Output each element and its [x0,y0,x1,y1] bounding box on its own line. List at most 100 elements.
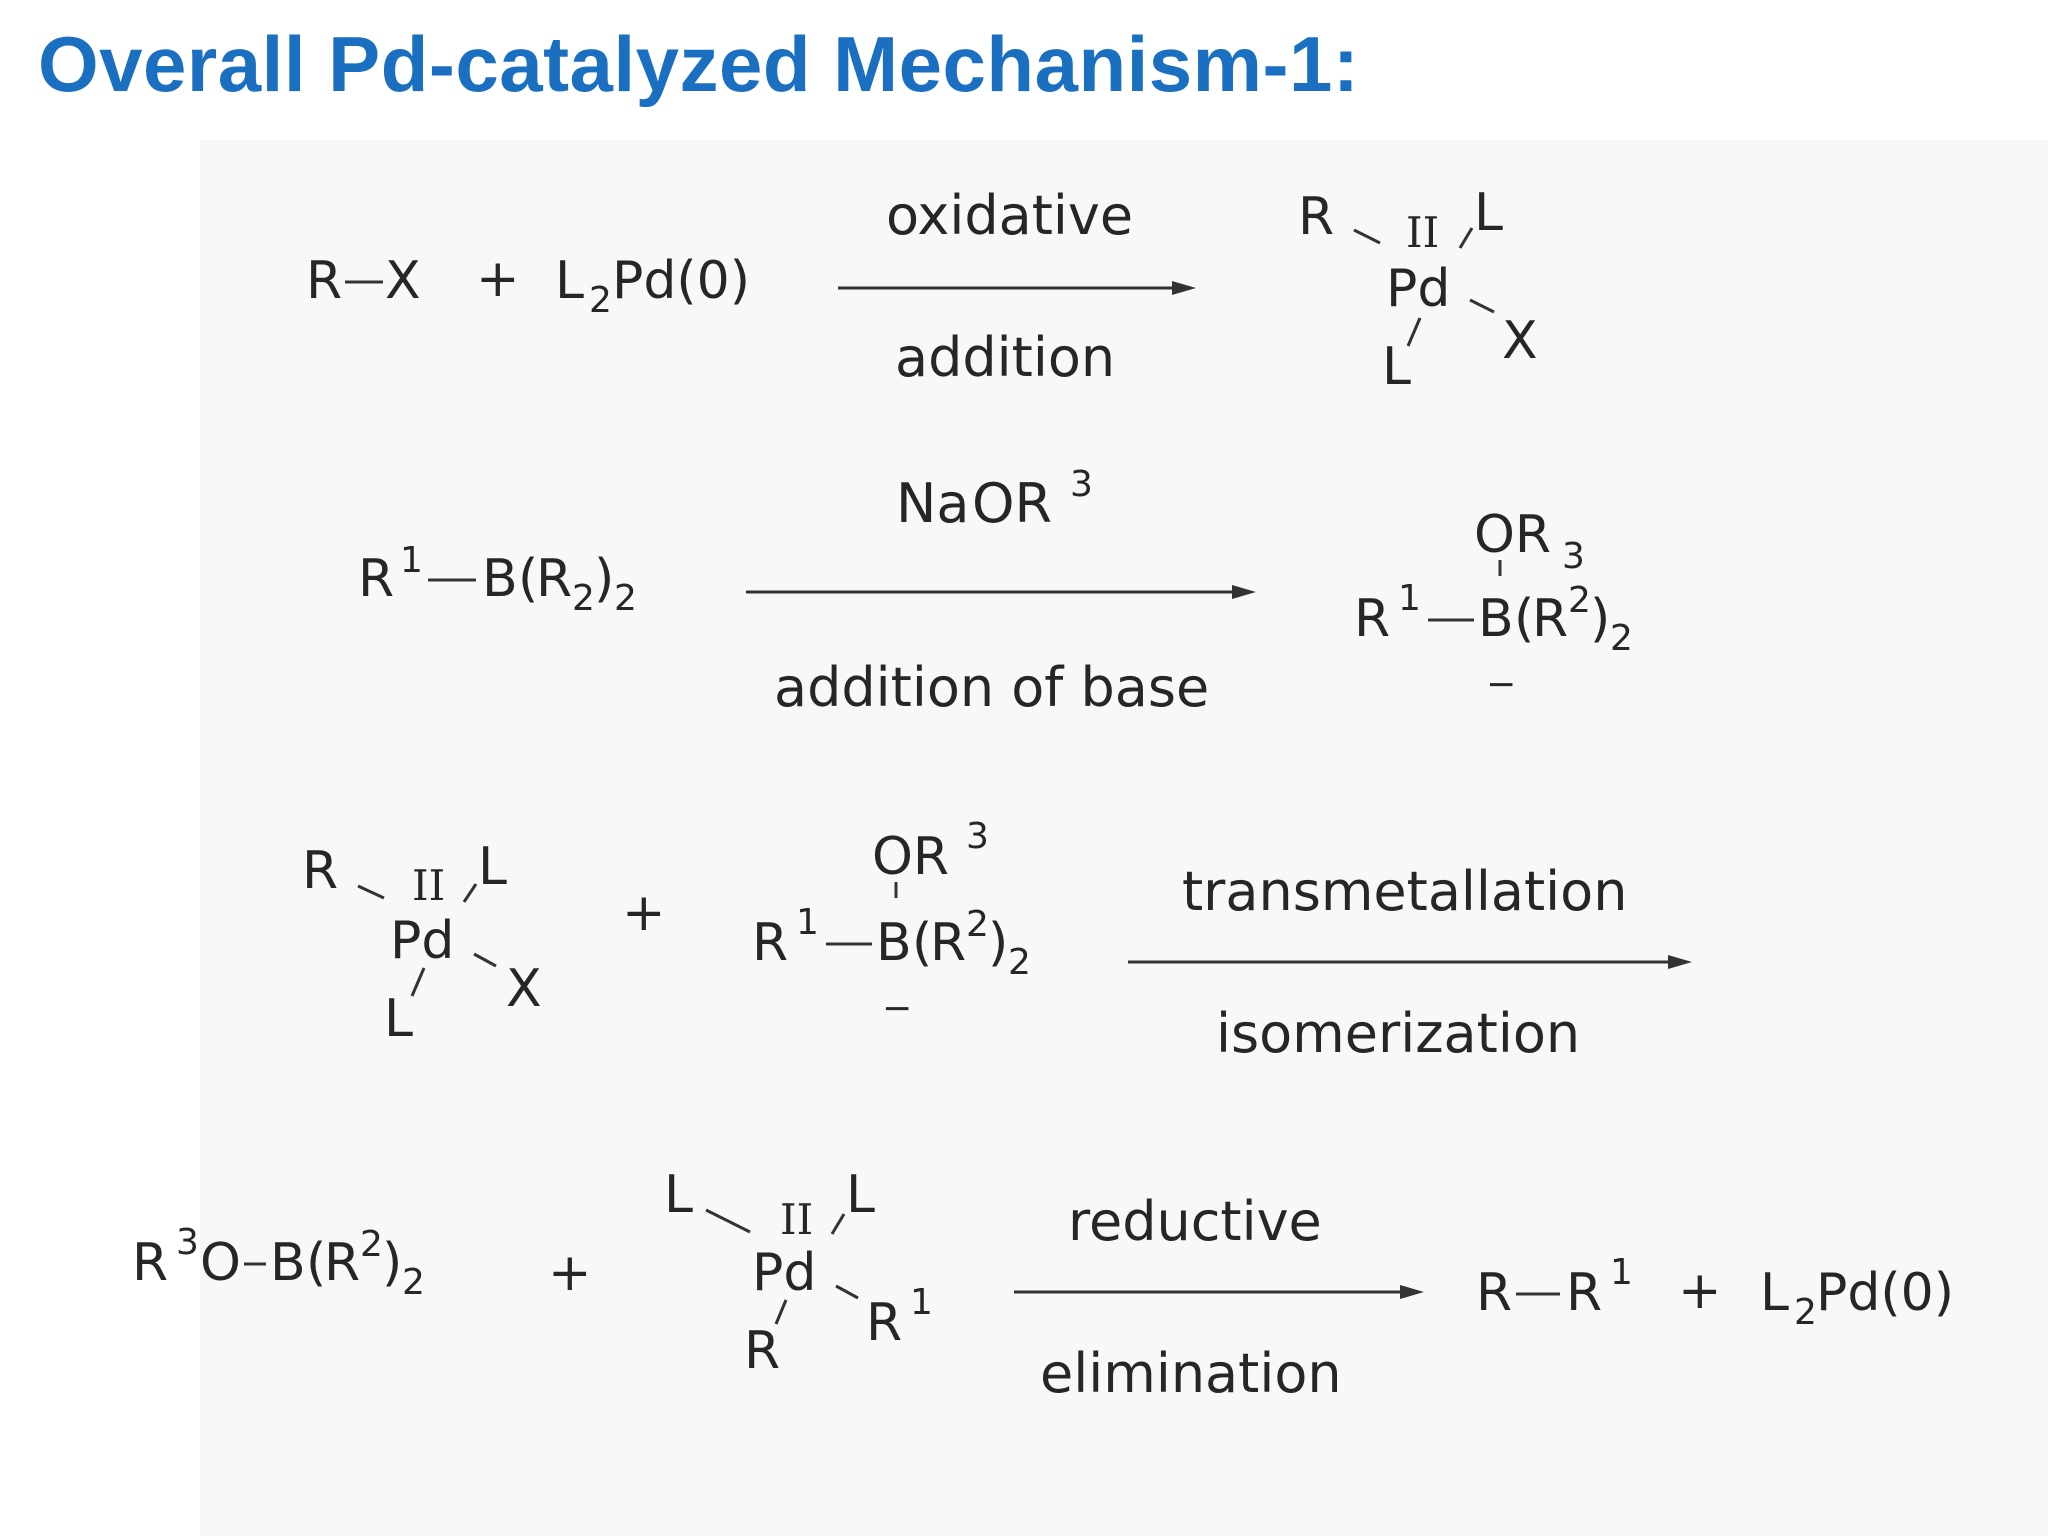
chem-glyph: OR [972,472,1052,535]
reaction-scheme [200,140,2048,1536]
chem-glyph: R [132,1233,168,1293]
step-1-product-pd-complex: R II L Pd X L [1298,183,1538,397]
chem-glyph: 2 [1008,942,1031,983]
chem-glyph: X [1502,311,1538,371]
chem-glyph: R [324,1233,360,1293]
chem-glyph: 1 [796,902,819,943]
chem-glyph: Pd [1386,259,1450,319]
chem-glyph: R [358,549,394,609]
chem-glyph: ( [306,1233,326,1293]
chem-glyph: L [846,1165,875,1225]
step-1-arrow: oxidative addition [838,184,1196,389]
chem-glyph: ) [594,549,614,609]
step-4-pd-complex: L II L Pd R 1 R [664,1165,933,1381]
chem-glyph: 1 [1610,1252,1633,1293]
chem-glyph: L [384,989,413,1049]
bond-line [830,1213,846,1235]
bond-line [774,1299,788,1325]
chem-glyph: R [1566,1263,1602,1323]
chem-glyph: B [876,913,912,973]
chem-glyph: L [1760,1263,1789,1323]
chem-glyph: L [664,1165,693,1225]
step-2-reactant-boronic: R 1 B ( R 2 ) 2 [358,540,637,619]
chem-glyph: OR [872,827,949,887]
step-3-pd-complex: R II L Pd X L [302,837,542,1049]
chem-glyph: 1 [400,540,423,581]
step-3-arrow-label-bottom: isomerization [1216,1002,1580,1065]
step-4-arrow-label-top: reductive [1068,1190,1322,1253]
chem-glyph: R [1476,1263,1512,1323]
chem-glyph: B [482,549,518,609]
chem-glyph: L [478,837,507,897]
chem-glyph: 1 [910,1282,933,1323]
bond-line [1469,298,1495,314]
step-4: R 3 O B ( R 2 ) 2 + L II L Pd R 1 R [132,1165,1954,1405]
chem-glyph: 2 [360,1224,383,1265]
chem-glyph: L [1474,183,1503,243]
chem-glyph: R [752,913,788,973]
chem-glyph: R [302,841,338,901]
chem-glyph: 3 [1070,464,1093,505]
chem-glyph: + [1678,1261,1722,1321]
step-4-products: R R 1 + L 2 Pd(0) [1476,1252,1954,1333]
chem-glyph: + [476,249,520,309]
chem-glyph: 2 [1610,618,1633,659]
bond-line [473,952,497,968]
bond-line [357,884,385,900]
chem-glyph: 2 [1568,580,1591,621]
chem-glyph: Pd(0) [612,251,750,311]
chem-glyph: R [1354,589,1390,649]
chem-glyph: 3 [1562,536,1585,577]
bond-line [462,883,478,903]
bond-line [410,967,426,997]
chem-glyph: 3 [966,816,989,857]
chem-glyph: Pd(0) [1816,1263,1954,1323]
arrowhead [1232,585,1256,599]
slide-title: Overall Pd-catalyzed Mechanism-1: [38,20,1360,108]
step-3-borate: OR 3 R 1 B ( R 2 ) 2 − [752,816,1031,1029]
chem-glyph: L [555,251,584,311]
step-1: R X + L 2 Pd(0) oxidative addition R II … [306,183,1538,397]
arrowhead [1172,281,1196,295]
chem-glyph: R [866,1293,902,1353]
chem-glyph: 2 [1794,1292,1817,1333]
chem-glyph: L [1382,337,1411,397]
step-4-plus: + [548,1243,592,1303]
step-2-product-borate: OR 3 R 1 B ( R 2 ) 2 − [1354,505,1633,705]
chem-glyph: − [1486,664,1516,705]
chem-glyph: 1 [1398,578,1421,619]
chem-glyph: R [536,549,572,609]
step-2-reagent: Na [896,472,970,535]
chem-glyph: II [1406,208,1439,257]
arrowhead [1668,955,1692,969]
step-4-arrow-label-bottom: elimination [1040,1342,1342,1405]
chem-glyph: 2 [614,578,637,619]
step-3-arrow-label-top: transmetallation [1182,860,1627,923]
chem-glyph: ) [382,1233,402,1293]
chem-glyph: II [412,861,445,910]
chem-glyph: R [744,1321,780,1381]
bond-line [1406,317,1422,347]
chem-glyph: R [306,251,342,311]
step-3-arrow: transmetallation isomerization [1128,860,1692,1065]
chem-glyph: Pd [390,911,454,971]
step-1-arrow-label-bottom: addition [895,326,1115,389]
step-4-arrow: reductive elimination [1014,1190,1424,1405]
arrowhead [1400,1285,1424,1299]
step-4-borate-byproduct: R 3 O B ( R 2 ) 2 [132,1222,425,1303]
chem-glyph: 2 [966,904,989,945]
chem-glyph: R [930,913,966,973]
chem-glyph: R [1532,589,1568,649]
chem-glyph: 3 [176,1222,199,1263]
bond-line [1458,227,1474,249]
chem-glyph: 2 [402,1262,425,1303]
bond-line [1353,228,1381,245]
chem-glyph: − [882,988,912,1029]
chem-glyph: Pd [752,1243,816,1303]
chem-glyph: ( [1514,589,1534,649]
bond-line [705,1208,751,1234]
chem-glyph: 2 [589,280,612,321]
chem-glyph: ) [1590,589,1610,649]
chem-glyph: X [506,959,542,1019]
